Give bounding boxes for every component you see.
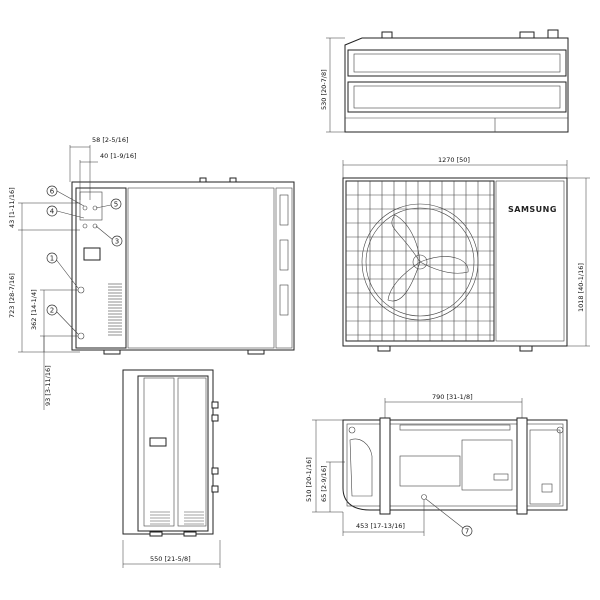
- side-view: 58 [2-5/16] 40 [1-9/16] 43 [1-11/16] 723…: [8, 136, 295, 410]
- svg-text:2: 2: [50, 307, 54, 315]
- dim-side-43: 43 [1-11/16]: [8, 187, 16, 228]
- dim-bottom-510: 510 [20-1/16]: [305, 457, 313, 502]
- svg-text:3: 3: [115, 238, 119, 246]
- svg-text:1: 1: [50, 255, 54, 263]
- callout-7: 7: [425, 498, 473, 537]
- svg-text:7: 7: [465, 528, 469, 536]
- callout-6: 6: [46, 185, 85, 207]
- dim-depth: 550 [21-5/8]: [150, 555, 191, 563]
- dim-front-height: 1018 [40-1/16]: [577, 263, 585, 312]
- dim-side-58: 58 [2-5/16]: [92, 136, 129, 144]
- svg-text:4: 4: [50, 208, 55, 216]
- dim-top-height: 530 [20-7/8]: [320, 69, 328, 110]
- dim-front-width: 1270 [50]: [438, 156, 470, 164]
- end-view: 550 [21-5/8]: [122, 369, 221, 568]
- fan-grille: [346, 181, 494, 341]
- callout-3: 3: [95, 225, 123, 247]
- top-view: 530 [20-7/8]: [320, 29, 569, 133]
- dim-bottom-790: 790 [31-1/8]: [432, 393, 473, 401]
- front-view: 1270 [50] SAMSUNG 1018 [40-1/16]: [342, 156, 590, 352]
- bottom-view: 790 [31-1/8] 510 [20-1/16] 65 [2-9/16] 4…: [305, 393, 568, 537]
- dim-bottom-453: 453 [17-13/16]: [356, 522, 405, 530]
- end-vents: [150, 511, 204, 525]
- callout-1: 1: [46, 252, 79, 289]
- dim-side-723: 723 [28-7/16]: [8, 273, 16, 318]
- callout-5: 5: [95, 198, 122, 210]
- dim-side-93: 93 [3-11/16]: [44, 365, 52, 406]
- brand-logo: SAMSUNG: [508, 205, 557, 214]
- side-vents: [108, 283, 122, 336]
- callout-4: 4: [46, 205, 85, 219]
- dim-bottom-65: 65 [2-9/16]: [320, 466, 328, 503]
- dim-side-40: 40 [1-9/16]: [100, 152, 137, 160]
- dim-side-362: 362 [14-1/4]: [30, 289, 38, 330]
- svg-text:6: 6: [50, 188, 55, 196]
- callout-2: 2: [46, 304, 79, 335]
- svg-text:5: 5: [114, 201, 118, 209]
